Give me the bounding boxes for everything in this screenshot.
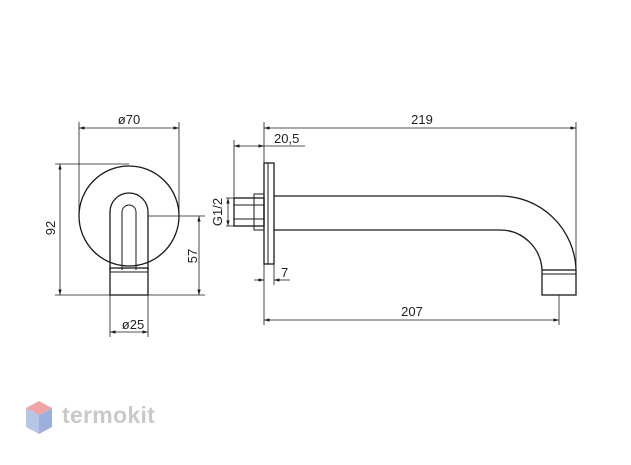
pipe-bore [121,204,137,270]
front-view [78,165,180,296]
thread-nut [233,197,265,227]
dim-thread-label: G1/2 [210,198,225,226]
dim-outer-diameter: ø70 [78,112,180,214]
dim-outer-diameter-label: ø70 [118,112,140,127]
spout-bottom [274,229,543,271]
dim-lower-height: 57 [148,215,205,296]
dim-lower-height-label: 57 [185,249,200,263]
dim-pipe-diameter: ø25 [109,295,149,337]
dim-flange-thickness: 7 [254,264,290,285]
dim-total-length-label: 219 [411,112,433,127]
dim-total-length: 219 [263,112,577,270]
pipe-outline [109,192,149,270]
dim-pipe-diameter-label: ø25 [122,317,144,332]
flange [263,162,275,265]
dim-spout-length-label: 207 [401,304,423,319]
brand-logo-icon [26,401,52,434]
dim-flange-offset: 20,5 [233,131,305,198]
spout-top [274,195,577,271]
pipe-end [109,267,149,296]
brand-logo-text: termokit [62,402,156,428]
dim-total-height-label: 92 [43,221,58,235]
dim-thread: G1/2 [210,197,234,227]
side-view [233,162,577,296]
dim-spout-length: 207 [263,285,560,325]
dim-flange-offset-label: 20,5 [274,131,299,146]
dim-flange-thickness-label: 7 [281,265,288,280]
dim-total-height: 92 [43,163,129,296]
